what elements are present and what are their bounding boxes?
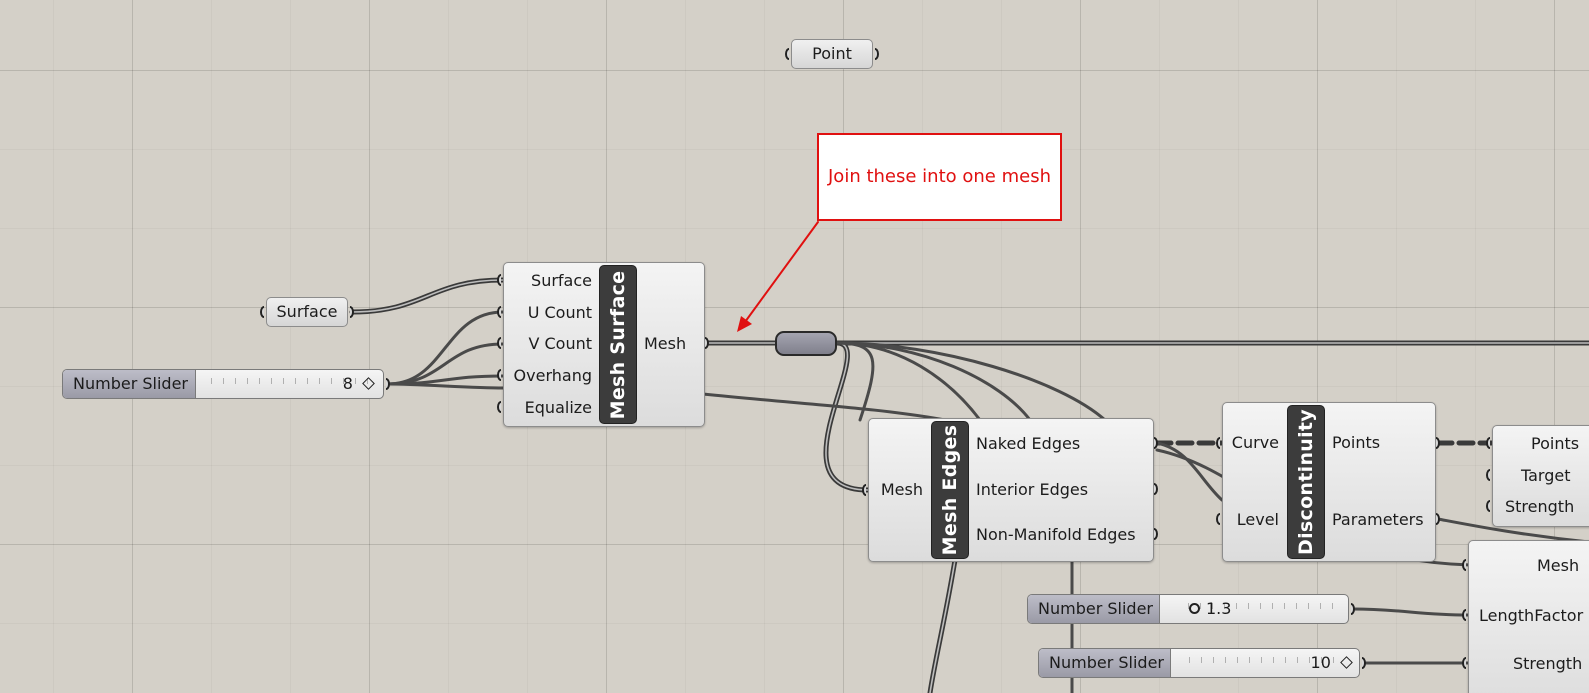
slider-label: Number Slider [63, 370, 196, 398]
component-title: Discontinuity [1295, 409, 1317, 555]
partial-component-top[interactable]: Points Target Strength [1492, 425, 1589, 527]
grip-overhang[interactable] [497, 369, 501, 381]
input-equalize: Equalize [524, 398, 592, 417]
component-title: Mesh Surface [607, 270, 629, 419]
mesh-surface-component[interactable]: Surface U Count V Count Overhang Equaliz… [503, 262, 705, 427]
slider-track[interactable] [1188, 603, 1336, 609]
grip-curve[interactable] [1216, 437, 1220, 449]
number-slider-ucount[interactable]: Number Slider 8 [62, 369, 384, 399]
slider-value: 1.3 [1206, 599, 1232, 618]
grip-mesh-out[interactable] [705, 337, 709, 349]
slider-track[interactable] [211, 378, 369, 384]
number-slider-lengthfactor[interactable]: Number Slider 1.3 [1027, 594, 1349, 624]
slider-diamond-icon[interactable] [1340, 656, 1353, 669]
input-mesh: Mesh [880, 480, 923, 499]
output-points: Points [1332, 433, 1381, 452]
grip-parameters-out[interactable] [1436, 513, 1440, 525]
grip-surface[interactable] [497, 274, 501, 286]
slider-track[interactable] [1189, 657, 1339, 663]
grip-mesh-in[interactable] [862, 484, 866, 496]
discontinuity-component[interactable]: Curve Level Discontinuity Points Paramet… [1222, 402, 1436, 562]
surface-output-grip[interactable] [350, 306, 354, 318]
wire-slider-vcount[interactable] [386, 342, 505, 386]
grip-equalize[interactable] [497, 401, 501, 413]
slider-value: 10 [1310, 653, 1331, 672]
surface-input-grip[interactable] [260, 306, 264, 318]
input-curve: Curve [1231, 433, 1279, 452]
surface-param-label: Surface [276, 302, 338, 321]
point-input-grip[interactable] [785, 48, 789, 60]
slider-output-grip[interactable] [386, 378, 390, 390]
point-param[interactable]: Point [791, 39, 873, 69]
mesh-edges-component[interactable]: Mesh Mesh Edges Naked Edges Interior Edg… [868, 418, 1154, 562]
discontinuity-title-band[interactable]: Discontinuity [1287, 405, 1325, 559]
input-surface: Surface [531, 271, 592, 290]
number-slider-strength[interactable]: Number Slider 10 [1038, 648, 1360, 678]
grip-naked-edges[interactable] [1154, 437, 1158, 449]
grip-level[interactable] [1216, 513, 1220, 525]
input-mesh-b: Mesh [1537, 556, 1580, 575]
slider-label: Number Slider [1028, 595, 1160, 623]
grip-nonmanifold-edges[interactable] [1154, 528, 1158, 540]
input-overhang: Overhang [513, 366, 592, 385]
output-nonmanifold-edges: Non-Manifold Edges [976, 525, 1136, 544]
output-mesh: Mesh [644, 334, 687, 353]
grip-strength-b[interactable] [1462, 657, 1466, 669]
output-parameters: Parameters [1332, 510, 1424, 529]
slider-label: Number Slider [1039, 649, 1171, 677]
component-title: Mesh Edges [939, 424, 961, 556]
input-lengthfactor: LengthFactor [1479, 606, 1584, 625]
annotation-text: Join these into one mesh [828, 166, 1051, 187]
point-param-label: Point [812, 44, 852, 63]
grip-target-in[interactable] [1486, 469, 1490, 481]
grip-ucount[interactable] [497, 306, 501, 318]
mesh-edges-title-band[interactable]: Mesh Edges [931, 421, 969, 559]
input-strength: Strength [1505, 497, 1575, 516]
grip-strength-in[interactable] [1486, 500, 1490, 512]
grip-lengthfactor[interactable] [1462, 609, 1466, 621]
slider3-output-grip[interactable] [1362, 657, 1366, 669]
input-target: Target [1521, 466, 1571, 485]
partial-component-bottom[interactable]: Mesh LengthFactor Strength [1468, 540, 1589, 693]
output-naked-edges: Naked Edges [976, 434, 1081, 453]
input-points: Points [1531, 434, 1580, 453]
slider-diamond-icon[interactable] [362, 377, 375, 390]
input-level: Level [1236, 510, 1279, 529]
grip-mesh-b[interactable] [1462, 559, 1466, 571]
wire-slider-ucount[interactable] [386, 310, 505, 386]
slider-value: 8 [342, 374, 353, 393]
point-output-grip[interactable] [875, 48, 879, 60]
input-ucount: U Count [527, 303, 592, 322]
input-strength-b: Strength [1513, 654, 1583, 673]
surface-param[interactable]: Surface [266, 297, 348, 327]
slider-knob-icon[interactable] [1189, 603, 1200, 614]
relay-node[interactable] [775, 331, 837, 356]
grip-points-out[interactable] [1436, 437, 1440, 449]
grip-points-in[interactable] [1486, 437, 1490, 449]
mesh-surface-title-band[interactable]: Mesh Surface [599, 265, 637, 424]
wire-lengthfactor[interactable] [1351, 607, 1470, 617]
output-interior-edges: Interior Edges [976, 480, 1089, 499]
grip-interior-edges[interactable] [1154, 483, 1158, 495]
input-vcount: V Count [528, 334, 592, 353]
annotation-box[interactable]: Join these into one mesh [817, 133, 1062, 221]
annotation-arrow [744, 221, 819, 323]
grip-vcount[interactable] [497, 337, 501, 349]
slider2-output-grip[interactable] [1351, 603, 1355, 615]
